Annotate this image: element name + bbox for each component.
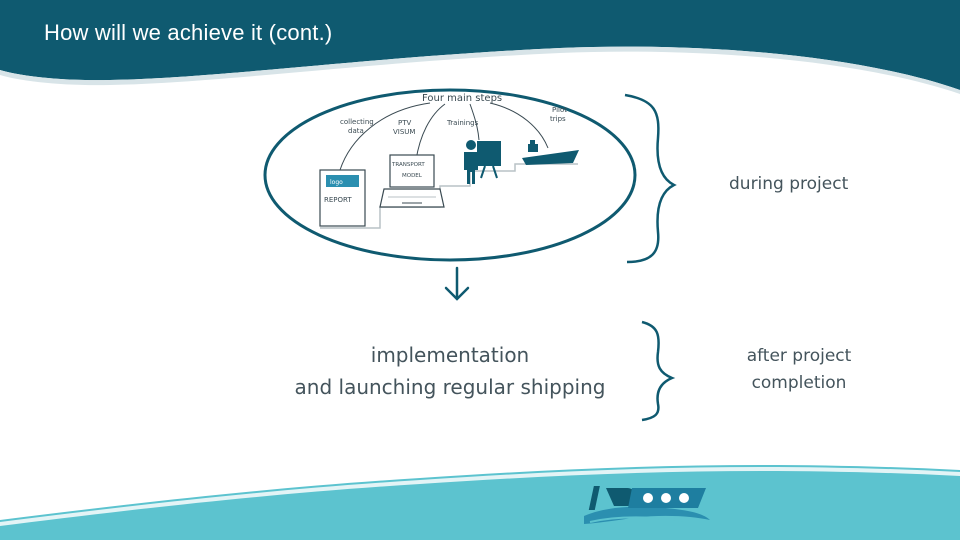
step2-label-line1: PTV [398,119,411,127]
steps-ellipse [263,88,637,262]
after-line1: after project [746,346,852,366]
arrow-down-icon [444,266,470,301]
header-band [0,0,960,90]
step1-label-line2: data [348,127,364,135]
outcome-text: implementation and launching regular shi… [270,339,630,403]
step2-label-line2: VISUM [393,128,415,136]
footer-wave-highlight [0,466,960,526]
ellipse-title: Four main steps [422,93,502,104]
after-project-label: after project completion [728,343,870,397]
brace-after-icon [641,320,676,422]
trainer-icon [464,140,501,184]
report-label: REPORT [324,196,352,204]
after-line2: completion [751,373,847,393]
laptop-label-line2: MODEL [402,173,423,179]
step4-label-line1: Pilot [552,106,567,114]
svg-text:logo: logo [330,179,343,186]
footer-wave [0,464,960,540]
logo-icon [584,486,710,524]
report-icon: logo REPORT [319,169,366,227]
ship-icon [522,140,579,165]
staircase [320,163,578,229]
step3-label: Trainings [446,119,479,127]
outcome-line2: and launching regular shipping [294,375,606,399]
slide-title: How will we achieve it (cont.) [44,20,333,45]
step-connectors [339,102,549,171]
laptop-label-line1: TRANSPORT [391,162,425,168]
brace-icon [624,93,677,264]
during-project-label: during project [729,174,849,194]
outcome-line1: implementation [370,343,530,367]
header-band-shadow [0,46,960,94]
step1-label-line1: collecting [340,118,374,126]
laptop-icon: TRANSPORT MODEL [379,154,445,208]
step4-label-line2: trips [550,115,566,123]
